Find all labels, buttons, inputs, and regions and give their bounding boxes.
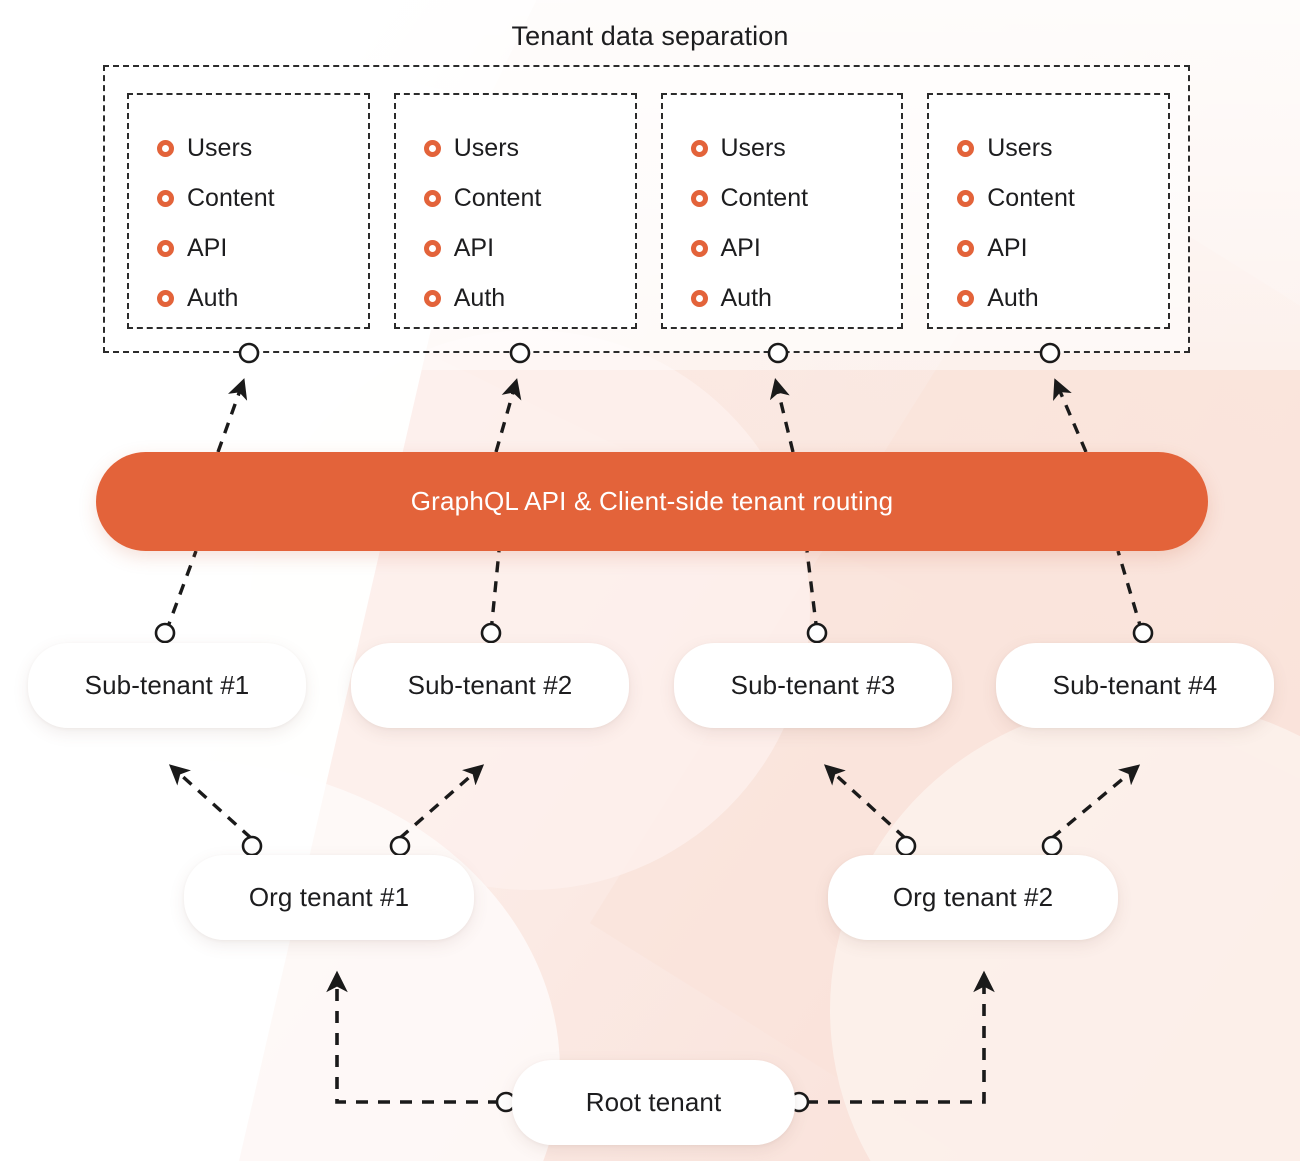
node-org-tenant-1[interactable]: Org tenant #1 [184, 855, 474, 940]
ring-bullet-icon [157, 139, 174, 157]
edge-api-to-tenant-2 [494, 378, 522, 453]
ring-bullet-icon [157, 189, 174, 207]
page-title: Tenant data separation [511, 21, 789, 51]
ring-bullet-icon [957, 239, 975, 257]
tenant-data-separation-group: Users Content API Auth Users [103, 65, 1190, 353]
node-sub-tenant-1[interactable]: Sub-tenant #1 [28, 643, 306, 728]
connector-dot-tenant-4[interactable] [1039, 342, 1061, 364]
tenant-item-auth: Auth [157, 273, 368, 323]
ring-bullet-icon [690, 239, 708, 257]
edge-sub1-to-api [164, 550, 198, 633]
ring-bullet-icon [957, 189, 975, 207]
tenant-item-users: Users [957, 123, 1168, 173]
tenant-box-1: Users Content API Auth [127, 93, 370, 329]
graphql-api-bar-label: GraphQL API & Client-side tenant routing [410, 486, 894, 516]
tenant-item-api: API [157, 223, 368, 273]
ring-bullet-icon [157, 239, 174, 257]
ring-bullet-icon [957, 289, 975, 307]
edge-sub3-to-api [805, 550, 819, 633]
tenant-item-api: API [957, 223, 1168, 273]
ring-bullet-icon [423, 239, 441, 257]
connector-dot-group [154, 342, 1154, 1113]
edge-api-to-tenant-4 [1053, 378, 1088, 453]
ring-bullet-icon [690, 139, 708, 157]
connector-dot-org-tenant-1-right[interactable] [389, 835, 411, 857]
tenant-item-auth: Auth [957, 273, 1168, 323]
edge-root-to-org2 [806, 970, 995, 1104]
connector-dot-tenant-3[interactable] [767, 342, 789, 364]
node-label: Org tenant #1 [248, 882, 410, 912]
ring-bullet-icon [690, 289, 708, 307]
ring-bullet-icon [157, 289, 174, 307]
ring-bullet-icon [957, 139, 975, 157]
edge-root-to-org1 [326, 970, 500, 1104]
tenant-item-api: API [690, 223, 902, 273]
connector-dot-sub-tenant-1[interactable] [154, 622, 176, 644]
tenant-item-content: Content [157, 173, 368, 223]
edge-org2-to-sub4 [1050, 764, 1141, 840]
tenant-item-api: API [423, 223, 635, 273]
tenant-item-auth: Auth [690, 273, 902, 323]
connector-dot-org-tenant-1-left[interactable] [241, 835, 263, 857]
tenant-box-list: Users Content API Auth Users [105, 67, 1192, 355]
connector-dot-sub-tenant-2[interactable] [480, 622, 502, 644]
node-sub-tenant-4[interactable]: Sub-tenant #4 [996, 643, 1274, 728]
graphql-api-bar[interactable]: GraphQL API & Client-side tenant routing [96, 452, 1208, 551]
tenant-box-3: Users Content API Auth [660, 93, 904, 329]
connector-dot-tenant-2[interactable] [509, 342, 531, 364]
node-sub-tenant-3[interactable]: Sub-tenant #3 [674, 643, 952, 728]
node-label: Sub-tenant #4 [1052, 670, 1218, 700]
node-root-tenant[interactable]: Root tenant [512, 1060, 795, 1145]
tenant-item-content: Content [690, 173, 902, 223]
edge-api-to-tenant-3 [769, 378, 795, 453]
connector-dot-tenant-1[interactable] [238, 342, 260, 364]
connector-dot-org-tenant-2-left[interactable] [895, 835, 917, 857]
tenant-item-auth: Auth [423, 273, 635, 323]
ring-bullet-icon [423, 289, 441, 307]
connector-dot-sub-tenant-4[interactable] [1132, 622, 1154, 644]
tenant-box-4: Users Content API Auth [927, 93, 1170, 329]
edge-org1-to-sub2 [398, 764, 485, 840]
tenant-box-2: Users Content API Auth [393, 93, 637, 329]
tenant-item-users: Users [157, 123, 368, 173]
node-label: Sub-tenant #3 [730, 670, 896, 700]
node-sub-tenant-2[interactable]: Sub-tenant #2 [351, 643, 629, 728]
edge-org1-to-sub1 [168, 764, 253, 840]
tenant-item-users: Users [423, 123, 635, 173]
node-org-tenant-2[interactable]: Org tenant #2 [828, 855, 1118, 940]
node-label: Sub-tenant #2 [407, 670, 573, 700]
node-label: Sub-tenant #1 [84, 670, 250, 700]
connector-dot-sub-tenant-3[interactable] [806, 622, 828, 644]
ring-bullet-icon [423, 189, 441, 207]
edge-api-to-tenant-1 [216, 378, 248, 453]
tenant-item-content: Content [957, 173, 1168, 223]
tenant-item-content: Content [423, 173, 635, 223]
tenant-item-users: Users [690, 123, 902, 173]
edge-org2-to-sub3 [823, 764, 907, 840]
connector-dot-org-tenant-2-right[interactable] [1041, 835, 1063, 857]
node-label: Root tenant [585, 1087, 722, 1117]
node-label: Org tenant #2 [892, 882, 1054, 912]
edge-sub4-to-api [1116, 550, 1144, 633]
edge-sub2-to-api [489, 550, 501, 633]
ring-bullet-icon [690, 189, 708, 207]
ring-bullet-icon [423, 139, 441, 157]
